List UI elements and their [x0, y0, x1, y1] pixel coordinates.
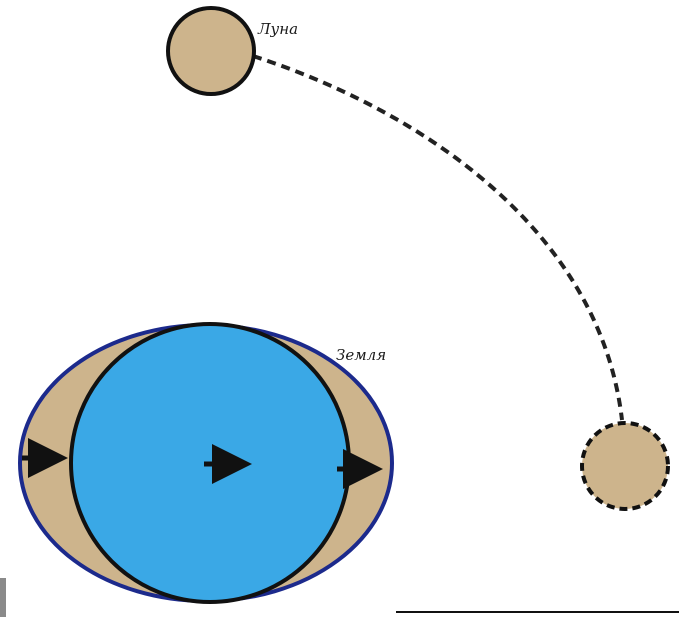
- moon-label: Луна: [257, 20, 298, 38]
- moon: [168, 8, 254, 94]
- moon-later-position: [582, 423, 668, 509]
- earth-label: Земля: [336, 346, 386, 364]
- left-edge-strip: [0, 578, 6, 617]
